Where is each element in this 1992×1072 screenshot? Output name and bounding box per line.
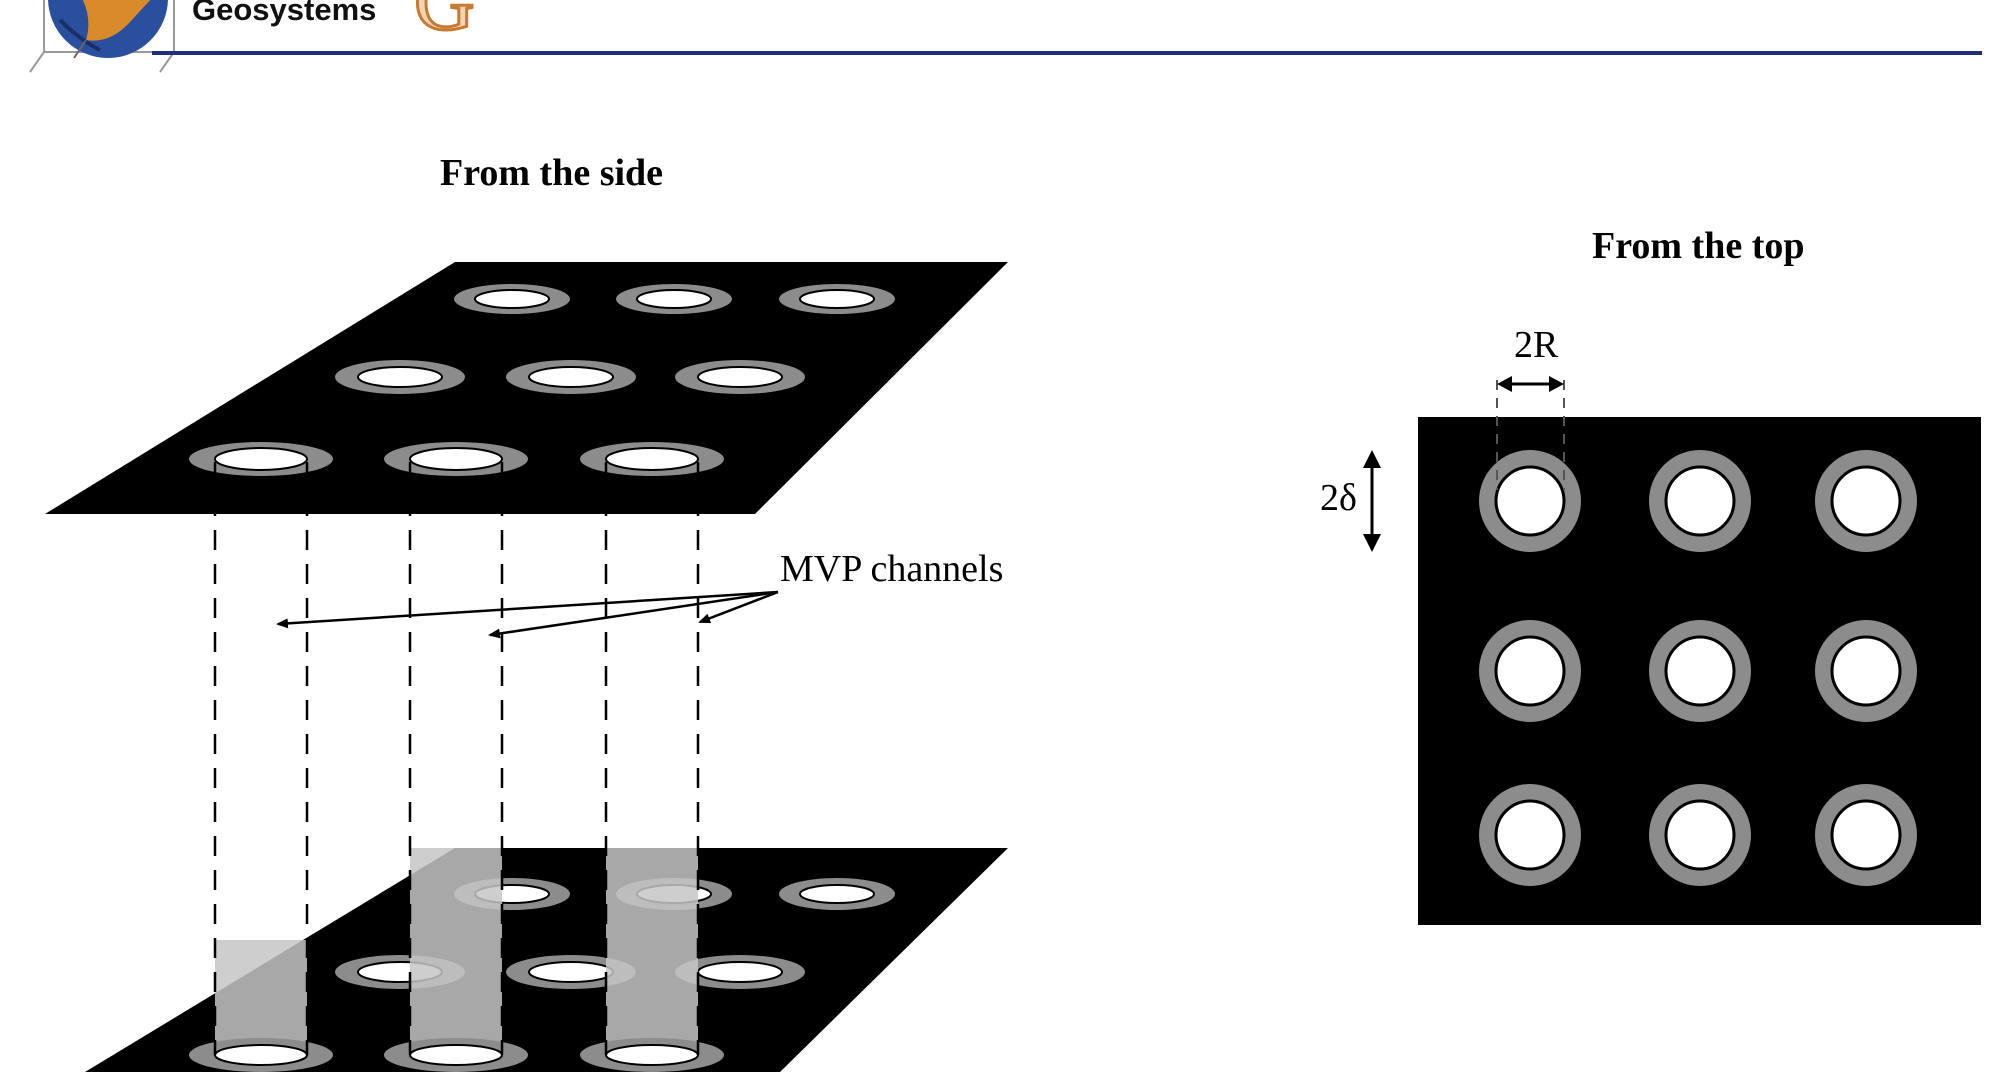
journal-logo-letter: G (413, 0, 477, 48)
arrow-to-channel-3 (698, 590, 779, 624)
top-pore (506, 360, 636, 394)
pore-diameter-dimension (1496, 376, 1565, 490)
halo-thickness-dimension (1363, 450, 1381, 552)
header-rule (152, 51, 1982, 55)
mvp-channel (606, 848, 698, 1055)
channel-projection-lines (213, 462, 700, 1055)
bottom-pore (384, 1038, 528, 1072)
top-pore (616, 284, 732, 314)
top-pore (189, 442, 333, 476)
bottom-pore (779, 878, 895, 910)
top-view-pore (1815, 620, 1917, 722)
mvp-channel (215, 940, 307, 1055)
top-pore (335, 360, 465, 394)
top-view-pore (1815, 450, 1917, 552)
top-view-pores (1479, 450, 1917, 886)
top-pore (454, 284, 570, 314)
arrow-to-channel-2 (488, 590, 779, 639)
bottom-pore (189, 1038, 333, 1072)
bottom-pore (506, 955, 636, 989)
arrow-to-channel-1 (276, 590, 779, 629)
top-view-pore (1649, 450, 1751, 552)
journal-name: Geosystems (192, 0, 377, 27)
side-view-title: From the side (440, 152, 664, 194)
top-view-pore (1479, 450, 1581, 552)
top-view-pore (1479, 620, 1581, 722)
bottom-plate-front-pores (189, 1038, 724, 1072)
mvp-channels-arrows (276, 590, 779, 639)
top-view-pore (1649, 620, 1751, 722)
top-pore (580, 442, 724, 476)
bottom-pore (675, 955, 805, 989)
globe-icon (29, 0, 175, 73)
mvp-channel-columns (215, 848, 698, 1055)
halo-thickness-label: 2δ (1320, 477, 1357, 519)
top-pore (675, 360, 805, 394)
top-pore (384, 442, 528, 476)
bottom-pore (580, 1038, 724, 1072)
pore-diameter-label: 2R (1514, 324, 1559, 366)
top-view-pore (1649, 784, 1751, 886)
journal-logo (29, 0, 175, 73)
mvp-channels-label: MVP channels (780, 548, 1004, 590)
mvp-channel (410, 848, 502, 1055)
top-pore (779, 284, 895, 314)
top-view-title: From the top (1592, 225, 1805, 267)
top-view-pore (1479, 784, 1581, 886)
top-view-pore (1815, 784, 1917, 886)
top-plate-pores (189, 284, 895, 476)
journal-header: Geosystems G (0, 0, 1992, 80)
